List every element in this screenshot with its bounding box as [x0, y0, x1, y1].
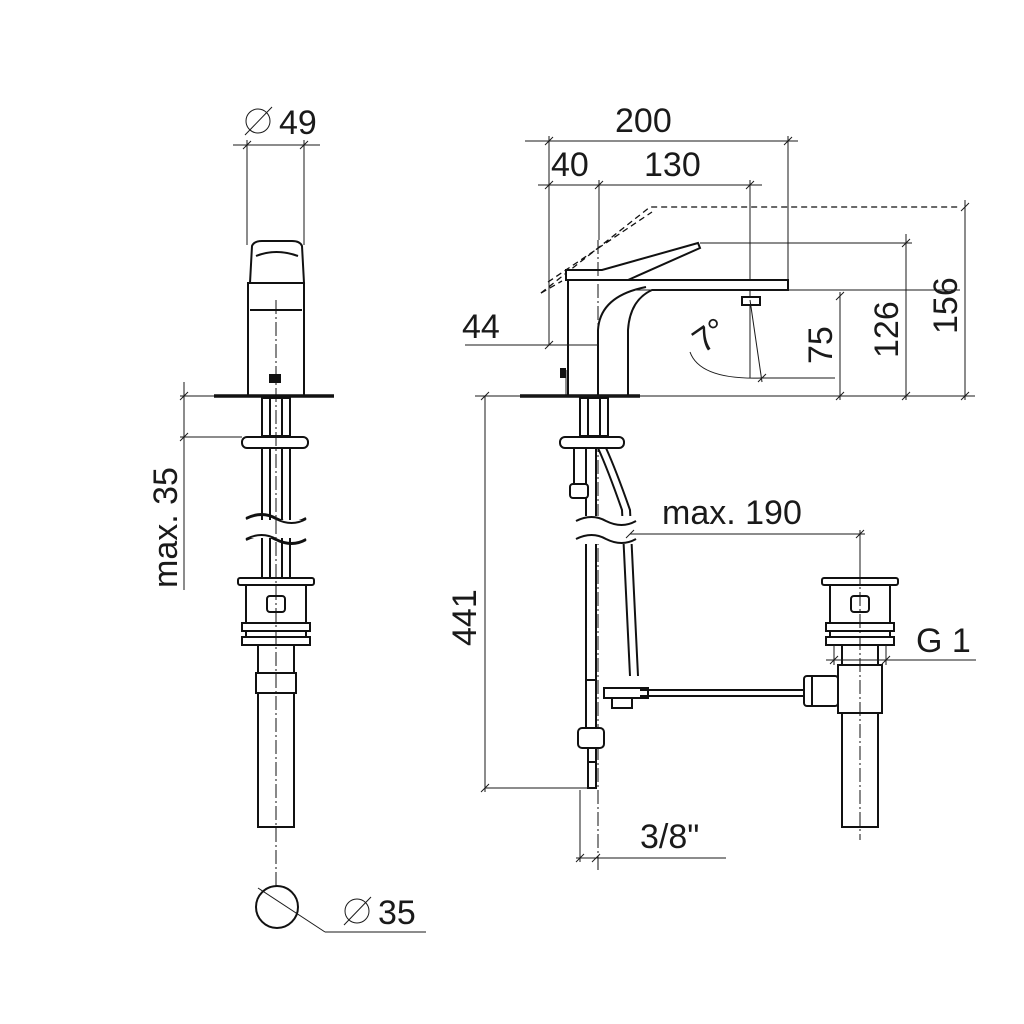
- dim-spout-diameter-value: 49: [279, 104, 317, 142]
- front-view: 49: [147, 104, 426, 933]
- dim-hose-length: 441: [446, 391, 596, 793]
- dim-drain-thread: G 1: [826, 622, 976, 665]
- dim-spout-reach-value: 130: [644, 146, 701, 184]
- dim-rotation-angle: 7°: [686, 299, 767, 383]
- lever-closed: [565, 241, 702, 281]
- dim-drain-diameter-value: 35: [378, 894, 416, 932]
- faucet-front-body: [214, 240, 334, 580]
- dim-max-rod-distance: max. 190: [625, 494, 865, 580]
- dim-connection-thread: 3/8": [575, 790, 726, 863]
- dim-outlet-height-value: 75: [802, 326, 840, 364]
- drain-side: [803, 570, 899, 840]
- dim-max-thickness-value: max. 35: [147, 467, 185, 588]
- dim-connection-thread-value: 3/8": [640, 818, 699, 856]
- side-view: 200 40 130 44: [446, 102, 976, 870]
- dim-heights: 75 126 156: [700, 200, 970, 401]
- dim-top-chain: 200 40 130: [525, 102, 798, 378]
- dim-spout-height-value: 126: [868, 301, 906, 358]
- dim-hose-length-value: 441: [446, 589, 484, 646]
- dim-spout-diameter: 49: [233, 104, 320, 245]
- dim-max-rod-distance-value: max. 190: [662, 494, 802, 532]
- underside-assembly: [559, 397, 804, 789]
- dim-rotation-angle-value: 7°: [686, 311, 734, 361]
- drain-front: 35: [237, 300, 426, 933]
- dim-base-height-value: 44: [462, 308, 500, 346]
- dim-drain-thread-value: G 1: [916, 622, 971, 660]
- dim-handle-offset-value: 40: [551, 146, 589, 184]
- dim-total-length-value: 200: [615, 102, 672, 140]
- dim-total-height-value: 156: [927, 277, 965, 334]
- dim-max-thickness: max. 35: [147, 382, 242, 590]
- dim-base-height: 44: [462, 308, 598, 350]
- diameter-symbol-icon: [343, 896, 372, 926]
- diameter-symbol-icon: [244, 106, 273, 136]
